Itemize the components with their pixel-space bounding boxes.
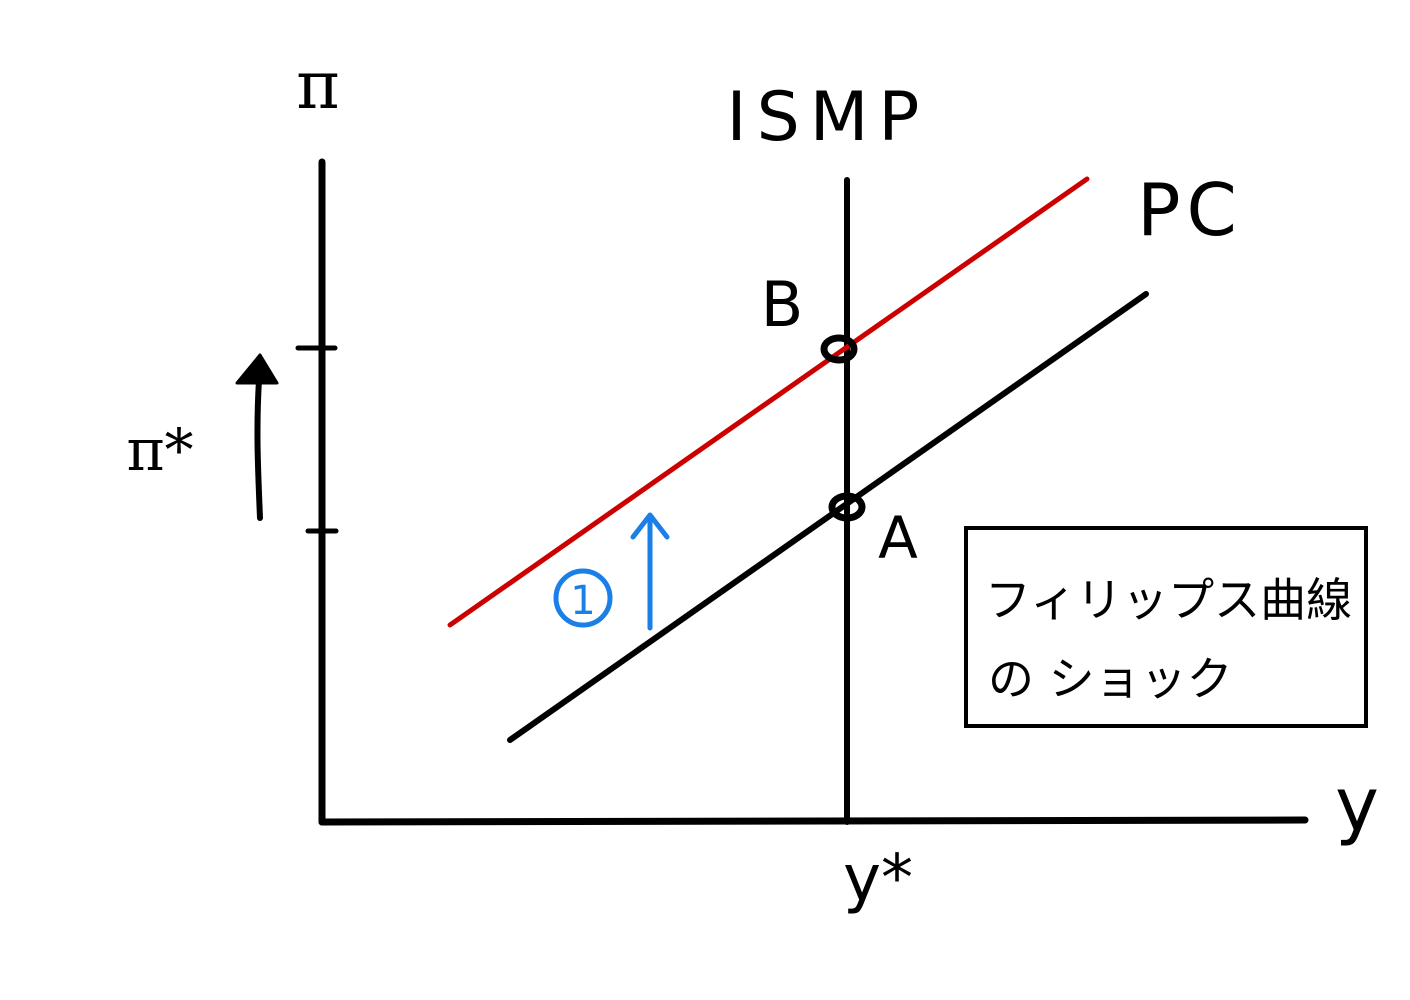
point-a-marker	[828, 492, 866, 522]
pi-star-arrow-head	[235, 353, 279, 385]
y-axis-label: π	[296, 47, 339, 124]
shock-number-circle	[553, 568, 613, 628]
shock-arrow-head	[630, 512, 670, 540]
note-box-line1: フィリップス曲線	[985, 573, 1352, 627]
pc-label: PC	[1137, 168, 1243, 252]
note-box	[964, 526, 1368, 728]
x-axis-line	[318, 816, 1309, 826]
pc-curve-shifted	[447, 176, 1090, 628]
point-a-label: A	[878, 504, 918, 572]
point-b-marker	[820, 334, 858, 364]
note-box-line2: の ショック	[988, 652, 1233, 706]
y-star-label: y*	[843, 842, 913, 916]
ismp-label: ISMP	[727, 78, 930, 157]
pi-star-arrow-shaft	[254, 377, 263, 521]
shock-number-label: 1	[570, 578, 595, 624]
pi-star-label: π*	[126, 416, 193, 484]
pc-curve-original	[507, 291, 1149, 743]
x-axis-label: y	[1335, 762, 1379, 848]
point-b-label: B	[761, 268, 804, 341]
